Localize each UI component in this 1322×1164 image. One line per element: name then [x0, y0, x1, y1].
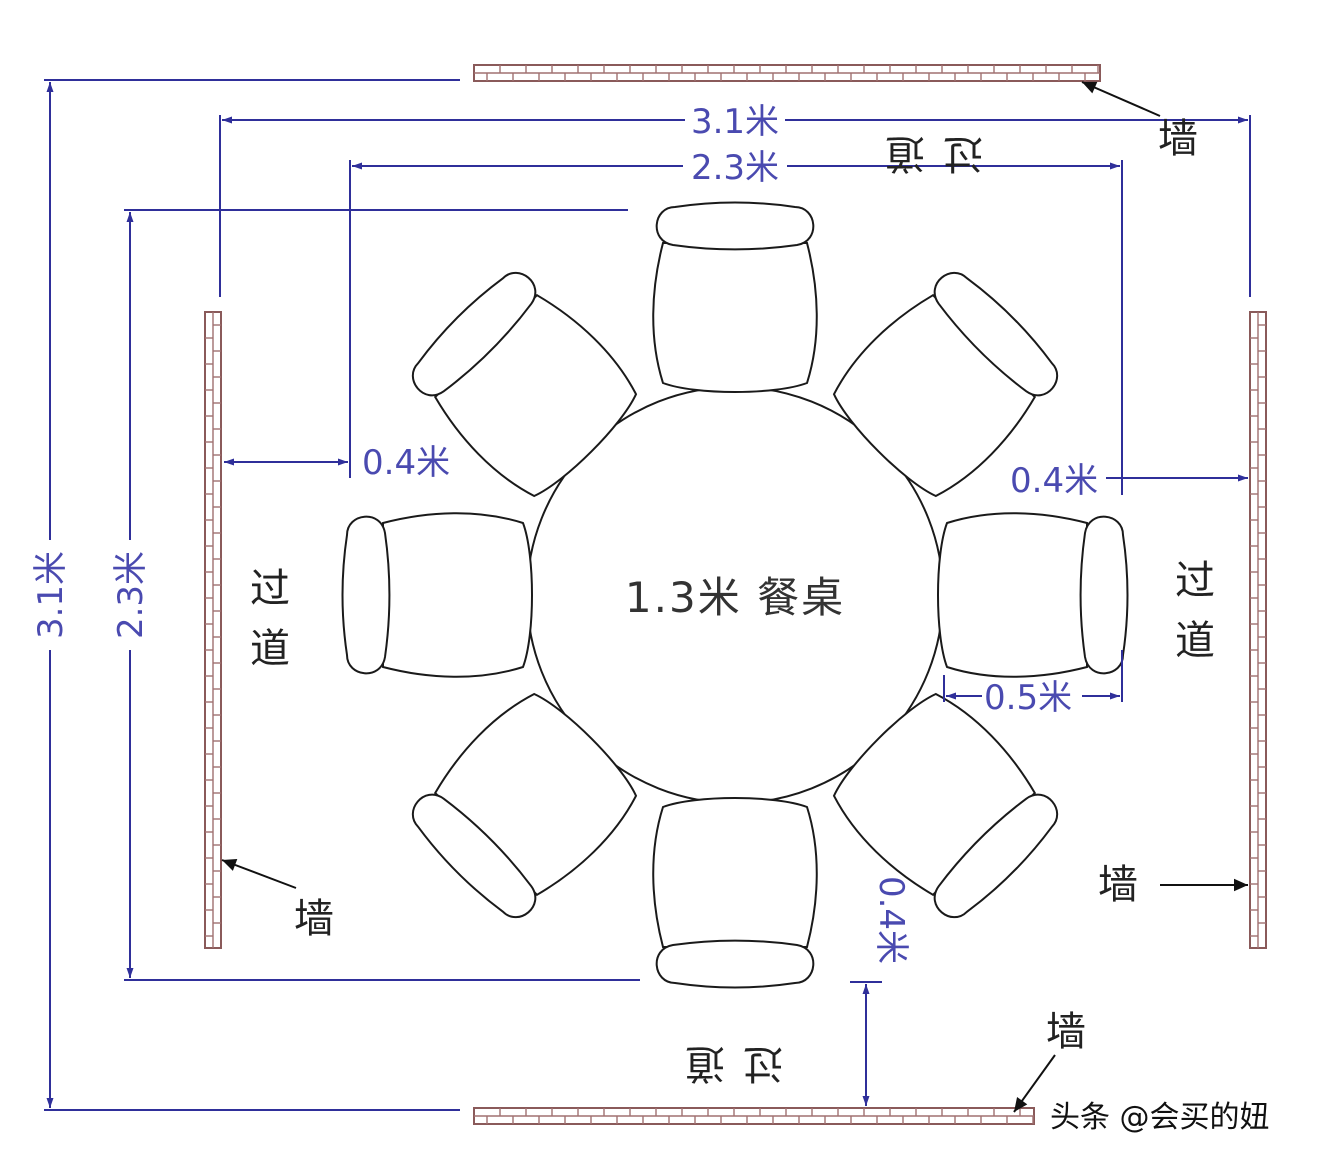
dimension-outer-height: 3.1米: [31, 79, 460, 1111]
dim-bottom-gap-label: 0.4米: [871, 876, 911, 964]
walls-group: [204, 64, 1267, 1125]
table-label: 1.3米 餐桌: [625, 573, 845, 622]
dimension-left-gap: 0.4米: [224, 443, 450, 483]
wall-right-text: 墙: [1098, 862, 1138, 908]
chair-bottom: [652, 797, 818, 989]
dim-outer-width-label: 3.1米: [691, 102, 779, 142]
aisle-label-bottom: 过 道: [685, 1040, 783, 1086]
wall-right: [1249, 311, 1267, 949]
dimension-inner-width: 2.3米: [349, 148, 1123, 495]
chair-top: [652, 201, 818, 393]
dimension-bottom-gap: 0.4米: [850, 876, 911, 1106]
wall-label-left: 墙: [221, 859, 334, 942]
dim-inner-width-label: 2.3米: [691, 148, 779, 188]
chair-top-right: [832, 271, 1059, 498]
dim-outer-height-label: 3.1米: [31, 551, 71, 639]
aisle-top-char-2: 道: [885, 130, 925, 176]
aisle-left-char-2: 道: [250, 626, 290, 672]
wall-top-text: 墙: [1158, 116, 1198, 162]
aisle-right-char-1: 过: [1175, 558, 1215, 604]
dimension-inner-height: 2.3米: [111, 209, 640, 981]
dim-chair-depth-label: 0.5米: [984, 678, 1072, 718]
wall-label-top: 墙: [1081, 81, 1198, 162]
chair-right: [937, 512, 1129, 678]
chair-top-left: [411, 271, 638, 498]
dimension-chair-depth: 0.5米: [943, 650, 1123, 718]
wall-left: [204, 311, 222, 949]
aisle-left-char-1: 过: [250, 566, 290, 612]
aisle-label-right: 过 道: [1175, 558, 1215, 664]
wall-top: [473, 64, 1101, 82]
aisle-label-left: 过 道: [250, 566, 290, 672]
wall-left-text: 墙: [294, 896, 334, 942]
dim-inner-height-label: 2.3米: [111, 551, 151, 639]
aisle-top-char-1: 过: [943, 130, 983, 176]
aisle-right-char-2: 道: [1175, 618, 1215, 664]
dim-left-gap-label: 0.4米: [362, 443, 450, 483]
aisle-bottom-char-2: 道: [685, 1040, 725, 1086]
wall-bottom: [473, 1107, 1035, 1125]
dimension-outer-width: 3.1米: [219, 102, 1251, 297]
watermark-text: 头条 @会买的妞: [1050, 1100, 1270, 1135]
chairs-group: [341, 201, 1129, 989]
wall-label-right: 墙: [1098, 862, 1248, 908]
wall-label-bottom: 墙: [1013, 1009, 1086, 1113]
chair-bottom-left: [411, 692, 638, 919]
chair-left: [341, 512, 533, 678]
dimension-right-gap: 0.4米: [1010, 461, 1248, 501]
aisle-bottom-char-1: 过: [743, 1040, 783, 1086]
wall-bottom-text: 墙: [1046, 1009, 1086, 1055]
aisle-label-top: 过 道: [885, 130, 983, 176]
dim-right-gap-label: 0.4米: [1010, 461, 1098, 501]
chair-bottom-right: [832, 692, 1059, 919]
